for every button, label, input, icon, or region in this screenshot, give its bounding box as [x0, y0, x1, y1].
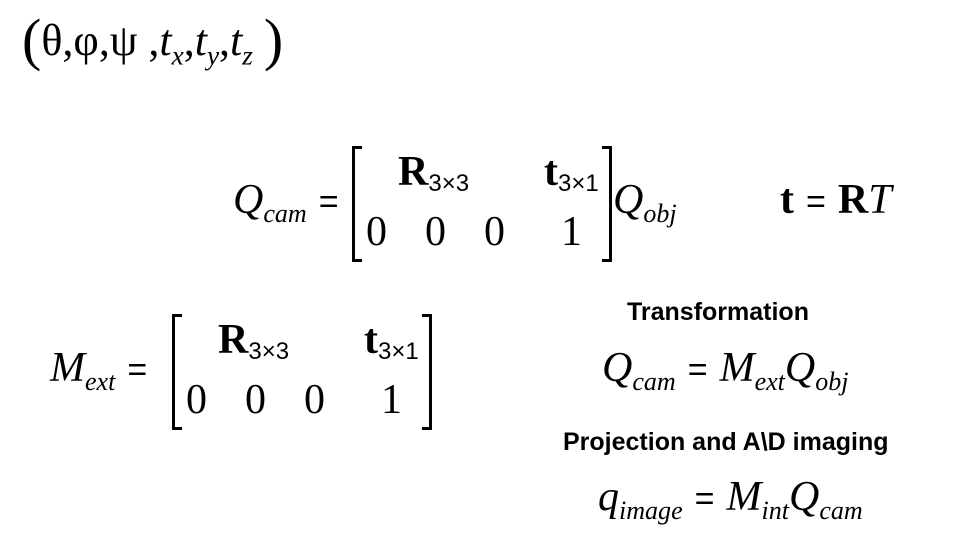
comma: , [183, 16, 195, 65]
open-paren: ( [22, 7, 42, 72]
matrix-cell: 0 [304, 377, 325, 423]
matrix-cell: 0 [186, 377, 207, 423]
matrix-cell: 1 [381, 377, 402, 423]
translation-block: t3×1 [364, 317, 419, 365]
transformation-label: Transformation [627, 298, 809, 326]
transformation-equation: Qcam=MextQobj [602, 345, 849, 397]
matrix-cell: 0 [245, 377, 266, 423]
t-equals-rt: t=RT [780, 177, 892, 223]
matrix-cell: 0 [366, 209, 387, 255]
left-bracket [172, 314, 182, 430]
close-paren: ) [263, 7, 284, 72]
eq2-matrix: R3×3 t3×1 0 0 0 1 [172, 314, 432, 430]
projection-label: Projection and A\D imaging [563, 428, 889, 456]
ty-symbol: ty [194, 16, 220, 71]
right-bracket [422, 314, 432, 430]
eq2-lhs: Mext= [50, 345, 148, 397]
eq1-matrix: R3×3 t3×1 0 0 0 1 [352, 146, 612, 262]
tx-symbol: tx [159, 16, 184, 71]
comma: , [98, 16, 110, 65]
comma: , [148, 16, 160, 65]
projection-equation: qimage=MintQcam [598, 474, 863, 526]
translation-block: t3×1 [544, 149, 599, 197]
tz-symbol: tz [230, 16, 253, 71]
left-bracket [352, 146, 362, 262]
parameter-tuple: (θ,φ,ψ ,tx,ty,tz ) [22, 10, 283, 86]
eq1-lhs: Qcam= [233, 177, 339, 229]
comma: , [62, 16, 74, 65]
phi-symbol: φ [73, 16, 99, 65]
matrix-cell: 0 [425, 209, 446, 255]
right-bracket [602, 146, 612, 262]
matrix-cell: 1 [561, 209, 582, 255]
rotation-block: R3×3 [218, 317, 290, 365]
eq1-rhs: Qobj [613, 177, 677, 229]
psi-symbol: ψ [109, 16, 138, 65]
matrix-cell: 0 [484, 209, 505, 255]
rotation-block: R3×3 [398, 149, 470, 197]
theta-symbol: θ [41, 16, 63, 65]
comma: , [219, 16, 231, 65]
